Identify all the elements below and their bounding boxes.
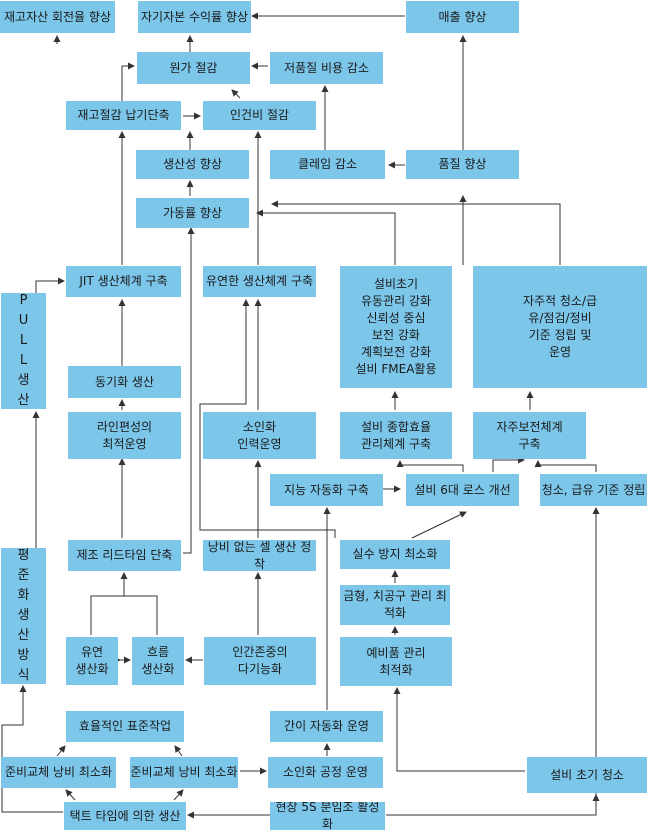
node-labor-cost: 인건비 절감 xyxy=(203,101,316,130)
node-mold-jig: 금형, 치공구 관리 최적화 xyxy=(340,585,450,625)
node-sales-up: 매출 향상 xyxy=(406,1,519,33)
node-leadtime: 제조 리드타임 단축 xyxy=(68,540,181,571)
node-equipment-mgmt: 설비초기 유동관리 강화 신뢰성 중심 보전 강화 계획보전 강화 설비 FME… xyxy=(340,266,452,388)
node-error-proofing: 실수 방지 최소화 xyxy=(340,540,450,569)
node-changeover-2: 준비교체 낭비 최소화 xyxy=(130,757,238,788)
node-cell-production: 낭비 없는 셀 생산 정착 xyxy=(203,540,316,571)
node-autonomous-maint: 자주보전체계 구축 xyxy=(473,412,586,459)
node-productivity: 생산성 향상 xyxy=(136,150,249,179)
edge-pull-to-jit xyxy=(35,277,65,293)
node-small-process: 소인화 공정 운영 xyxy=(268,757,383,788)
edge-5s-to-initialclean xyxy=(386,794,600,816)
node-simple-automation: 간이 자동화 운영 xyxy=(270,711,383,742)
node-sync-production: 동기화 생산 xyxy=(68,366,181,398)
edge-labor-to-cost xyxy=(231,89,241,99)
node-jit: JIT 생산체계 구축 xyxy=(66,266,181,297)
node-standard-work: 효율적인 표준작업 xyxy=(66,711,184,742)
edge-sixloss-to-automaint xyxy=(492,456,525,472)
node-six-loss: 설비 6대 로스 개선 xyxy=(406,474,519,506)
node-claim-down: 클레임 감소 xyxy=(270,150,385,179)
node-initial-clean: 설비 초기 청소 xyxy=(527,757,647,793)
edge-autostd-to-util xyxy=(271,200,561,265)
node-flexible-system: 유연한 생산체계 구축 xyxy=(203,266,316,297)
node-5s-activity: 현장 5S 분임조 활성화 xyxy=(270,802,385,830)
edge-inventory-to-cost xyxy=(121,62,135,101)
edge-takt-to-changeover2 xyxy=(173,789,184,801)
node-flex-production: 유연 생산화 xyxy=(66,637,118,685)
node-autonomous-standard: 자주적 청소/급 유/점검/정비 기준 정립 및 운영 xyxy=(473,266,647,388)
edge-flex-flow-to-leadtime xyxy=(90,595,158,635)
edge-initialclean-to-spare xyxy=(393,687,525,772)
node-smart-automation: 지능 자동화 구축 xyxy=(270,474,383,506)
edge-error-to-flex xyxy=(199,299,336,538)
node-line-balance: 라인편성의 최적운영 xyxy=(68,412,181,459)
node-pull-production: P U L L 생 산 xyxy=(1,293,46,409)
edge-sixloss-to-oee xyxy=(396,460,464,472)
edge-takt-to-changeover1 xyxy=(65,789,76,801)
node-clean-standard: 청소, 급유 기준 정립 xyxy=(540,474,647,506)
edge-leadtime-to-util xyxy=(183,227,195,554)
node-changeover-1: 준비교체 낭비 최소화 xyxy=(1,757,116,788)
edge-changeover2-to-std xyxy=(174,745,183,757)
node-low-quality-cost: 저품질 비용 감소 xyxy=(270,52,383,84)
node-quality-up: 품질 향상 xyxy=(406,150,519,179)
edge-takt-to-leveling xyxy=(1,685,63,813)
edge-error-to-sixloss xyxy=(411,511,467,539)
node-leveling: 평 준 화 생 산 방 식 xyxy=(1,548,46,684)
edge-equipment-to-util xyxy=(256,209,396,265)
edge-clean-to-automaint xyxy=(534,460,597,472)
node-small-staff: 소인화 인력운영 xyxy=(203,412,316,459)
node-inventory-leadtime: 재고절감 납기단축 xyxy=(66,101,181,130)
node-multi-skill: 인간존중의 다기능화 xyxy=(204,637,316,685)
node-takt-time: 택트 타임에 의한 생산 xyxy=(64,802,186,830)
node-oee-system: 설비 종합효율 관리체계 구축 xyxy=(340,412,452,459)
node-spare-parts: 예비품 관리 최적화 xyxy=(340,637,452,686)
node-inventory-turnover: 재고자산 회전율 향상 xyxy=(0,1,115,33)
node-utilization: 가동률 향상 xyxy=(136,198,249,228)
edge-changeover1-to-std xyxy=(56,745,66,757)
node-roe: 자기자본 수익률 향상 xyxy=(138,1,251,33)
node-cost-down: 원가 절감 xyxy=(137,52,250,84)
node-flow-production: 흐름 생산화 xyxy=(132,637,184,685)
